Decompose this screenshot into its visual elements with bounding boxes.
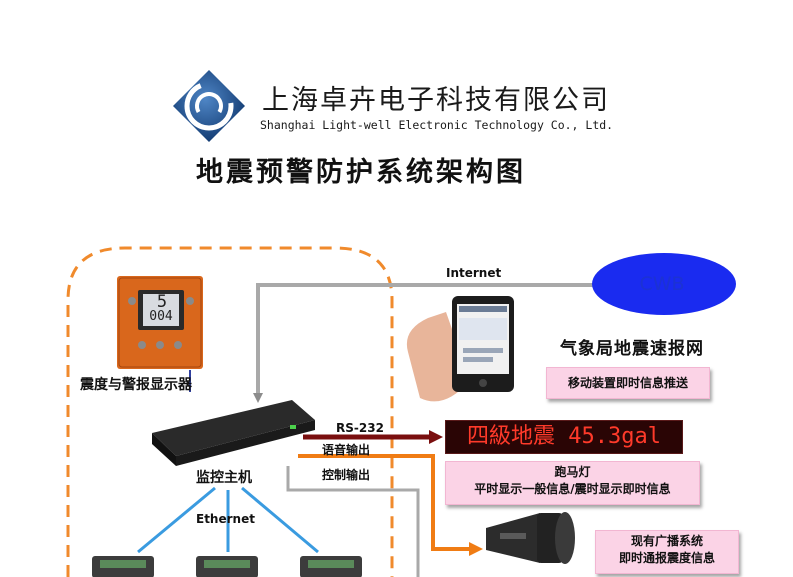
sensor-device-2 [196, 556, 258, 577]
marquee-info-box: 跑马灯 平时显示一般信息/震时显示即时信息 [445, 461, 700, 505]
monitoring-host-label: 监控主机 [196, 470, 252, 486]
cwb-caption: 气象局地震速报网 [560, 339, 704, 359]
rs232-label: RS-232 [336, 421, 384, 435]
sensor-device-3 [300, 556, 362, 577]
system-boundary [66, 246, 394, 577]
marquee-title: 跑马灯 [554, 465, 591, 479]
monitoring-host-device [152, 400, 315, 466]
cwb-label: CWB [639, 273, 685, 295]
display-screen-bottom-digits: 004 [149, 309, 173, 324]
audio-output-label: 语音输出 [322, 443, 371, 457]
audio-output-arrow [298, 454, 483, 556]
broadcast-title: 现有广播系统 [630, 534, 703, 548]
internet-label: Internet [446, 266, 502, 280]
company-logo [173, 70, 245, 142]
alarm-display-device [117, 276, 203, 369]
display-screen-top-digit: 5 [156, 292, 168, 312]
broadcast-info-box: 现有广播系统 即时通报震度信息 [595, 530, 739, 574]
marquee-description: 平时显示一般信息/震时显示即时信息 [474, 482, 671, 496]
led-marquee-display: 四級地震 45.3gal [445, 420, 683, 454]
sensor-device-1 [92, 556, 154, 577]
internet-line [253, 283, 600, 403]
cwb-ellipse [592, 253, 736, 315]
control-output-line [286, 466, 420, 577]
broadcast-speaker [486, 512, 575, 564]
mobile-push-box: 移动装置即时信息推送 [546, 367, 710, 399]
diagram-title: 地震预警防护系统架构图 [196, 157, 526, 188]
control-output-label: 控制输出 [322, 468, 371, 482]
alarm-display-label: 震度与警报显示器 [80, 377, 192, 393]
ethernet-label: Ethernet [196, 512, 255, 526]
company-name-en: Shanghai Light-well Electronic Technolog… [260, 118, 614, 132]
broadcast-description: 即时通报震度信息 [618, 551, 715, 565]
company-name-cn: 上海卓卉电子科技有限公司 [262, 85, 610, 116]
smartphone [406, 296, 514, 402]
